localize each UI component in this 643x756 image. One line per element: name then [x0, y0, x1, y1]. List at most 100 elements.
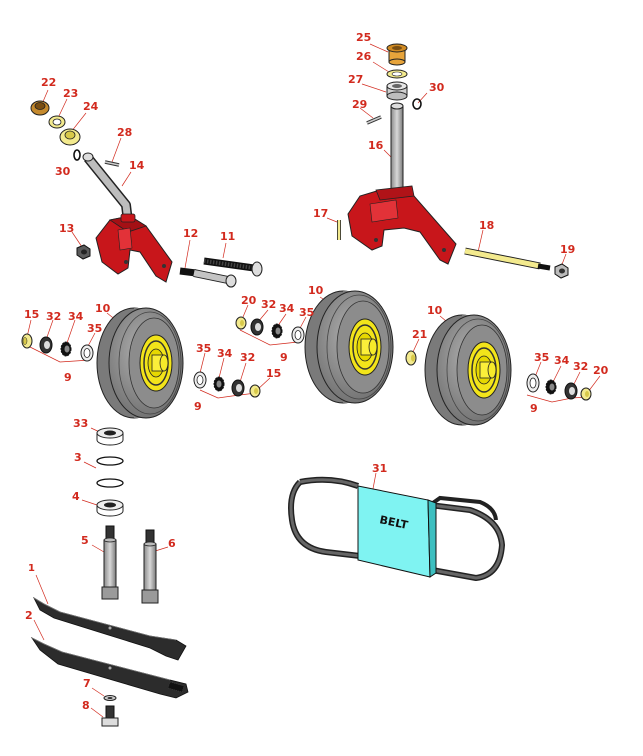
callout-25: 25	[356, 31, 372, 44]
callout-1: 1	[28, 563, 35, 574]
spindle-shaft-part-5	[101, 525, 119, 600]
callout-35-b: 35	[196, 342, 212, 355]
callout-32-d: 32	[573, 360, 589, 373]
axle-part-18	[464, 247, 551, 271]
spacer-part-35	[80, 344, 94, 362]
callout-35-d: 35	[534, 351, 550, 364]
bearing-part-32	[250, 318, 264, 336]
left-caster-assembly	[30, 100, 263, 288]
callout-22: 22	[41, 76, 57, 89]
callout-9-c: 9	[280, 351, 288, 364]
nut-part-13	[76, 244, 91, 260]
bolt-part-11	[203, 257, 263, 277]
spacer-part-35	[291, 326, 305, 344]
callout-20-a: 20	[241, 294, 257, 307]
callout-9-b: 9	[194, 400, 202, 413]
callout-30-right: 30	[429, 81, 445, 94]
callout-16: 16	[368, 139, 384, 152]
callout-33: 33	[73, 417, 89, 430]
callout-10-a: 10	[95, 302, 111, 315]
spacer-part-35	[193, 371, 207, 389]
seal-part-34	[60, 341, 72, 357]
callout-34-a: 34	[68, 310, 84, 323]
caster-wheels	[96, 290, 512, 426]
washer-part-23	[48, 115, 66, 129]
callout-32-b: 32	[240, 351, 256, 364]
wheel-part-10	[304, 290, 394, 404]
spacer-part-15	[21, 333, 33, 349]
spindle-shaft-part-16	[390, 102, 404, 191]
callout-31: 31	[372, 462, 388, 475]
callout-19: 19	[560, 243, 576, 256]
callout-27: 27	[348, 73, 364, 86]
callout-9-d: 9	[530, 402, 538, 415]
callout-34-b: 34	[217, 347, 233, 360]
spacer-part-20	[235, 316, 247, 330]
callout-4: 4	[72, 490, 80, 503]
spindle-shaft-part-6	[141, 529, 159, 604]
callout-24: 24	[83, 100, 99, 113]
callout-32-a: 32	[46, 310, 62, 323]
blade-part-2	[30, 636, 189, 699]
callout-6: 6	[168, 537, 176, 550]
callout-15-b: 15	[266, 367, 282, 380]
pin-part-29	[366, 115, 382, 125]
callout-23: 23	[63, 87, 79, 100]
caster-fork-red	[347, 185, 457, 265]
retaining-ring-part-30	[412, 98, 422, 110]
callout-26: 26	[356, 50, 372, 63]
spacer-part-21	[405, 350, 417, 366]
right-caster-assembly	[337, 43, 569, 279]
spacer-part-15	[249, 384, 261, 398]
snap-ring	[96, 478, 124, 488]
spindle-stack	[96, 427, 159, 604]
callout-34-c: 34	[279, 302, 295, 315]
bearing-part-4	[96, 499, 124, 517]
callout-8: 8	[82, 699, 90, 712]
callout-10-b: 10	[308, 284, 324, 297]
callout-35-c: 35	[299, 306, 315, 319]
seal-part-34	[271, 323, 283, 339]
bearing-part-32	[39, 336, 53, 354]
bearing-part-27	[386, 81, 408, 101]
callout-35-a: 35	[87, 322, 103, 335]
wheel-hardware	[21, 316, 592, 401]
callout-12: 12	[183, 227, 199, 240]
callout-18: 18	[479, 219, 495, 232]
callout-3: 3	[74, 451, 82, 464]
caster-fork-red	[95, 213, 173, 283]
callout-29: 29	[352, 98, 368, 111]
callout-14: 14	[129, 159, 145, 172]
callout-9-a: 9	[64, 371, 72, 384]
spacer-part-35	[526, 373, 540, 393]
snap-ring-part-3	[96, 456, 124, 466]
blade-part-1	[33, 596, 187, 661]
callout-32-c: 32	[261, 298, 277, 311]
washer-part-26	[386, 69, 408, 79]
mower-blades	[30, 596, 189, 727]
axle-part-12	[179, 267, 237, 288]
bearing-part-32	[564, 382, 578, 400]
callout-13: 13	[59, 222, 75, 235]
callout-15-a: 15	[24, 308, 40, 321]
bolt-part-8	[101, 705, 119, 727]
seal-part-34	[213, 376, 225, 392]
callout-11: 11	[220, 230, 236, 243]
nut-part-19	[554, 263, 569, 279]
bearing-part-24	[59, 128, 81, 146]
callout-30-left: 30	[55, 165, 71, 178]
bearing-part-32	[231, 379, 245, 397]
bearing-part-33	[96, 427, 124, 446]
callout-7: 7	[83, 677, 91, 690]
drive-belt-part-31: BELT	[288, 476, 505, 581]
spacer-part-20	[580, 387, 592, 401]
wheel-part-10	[96, 307, 184, 419]
callout-34-d: 34	[554, 354, 570, 367]
bushing-part-22	[30, 100, 50, 116]
callout-5: 5	[81, 534, 89, 547]
callout-2: 2	[25, 609, 33, 622]
retaining-ring-part-30	[73, 149, 81, 161]
callout-28: 28	[117, 126, 133, 139]
callout-21: 21	[412, 328, 428, 341]
